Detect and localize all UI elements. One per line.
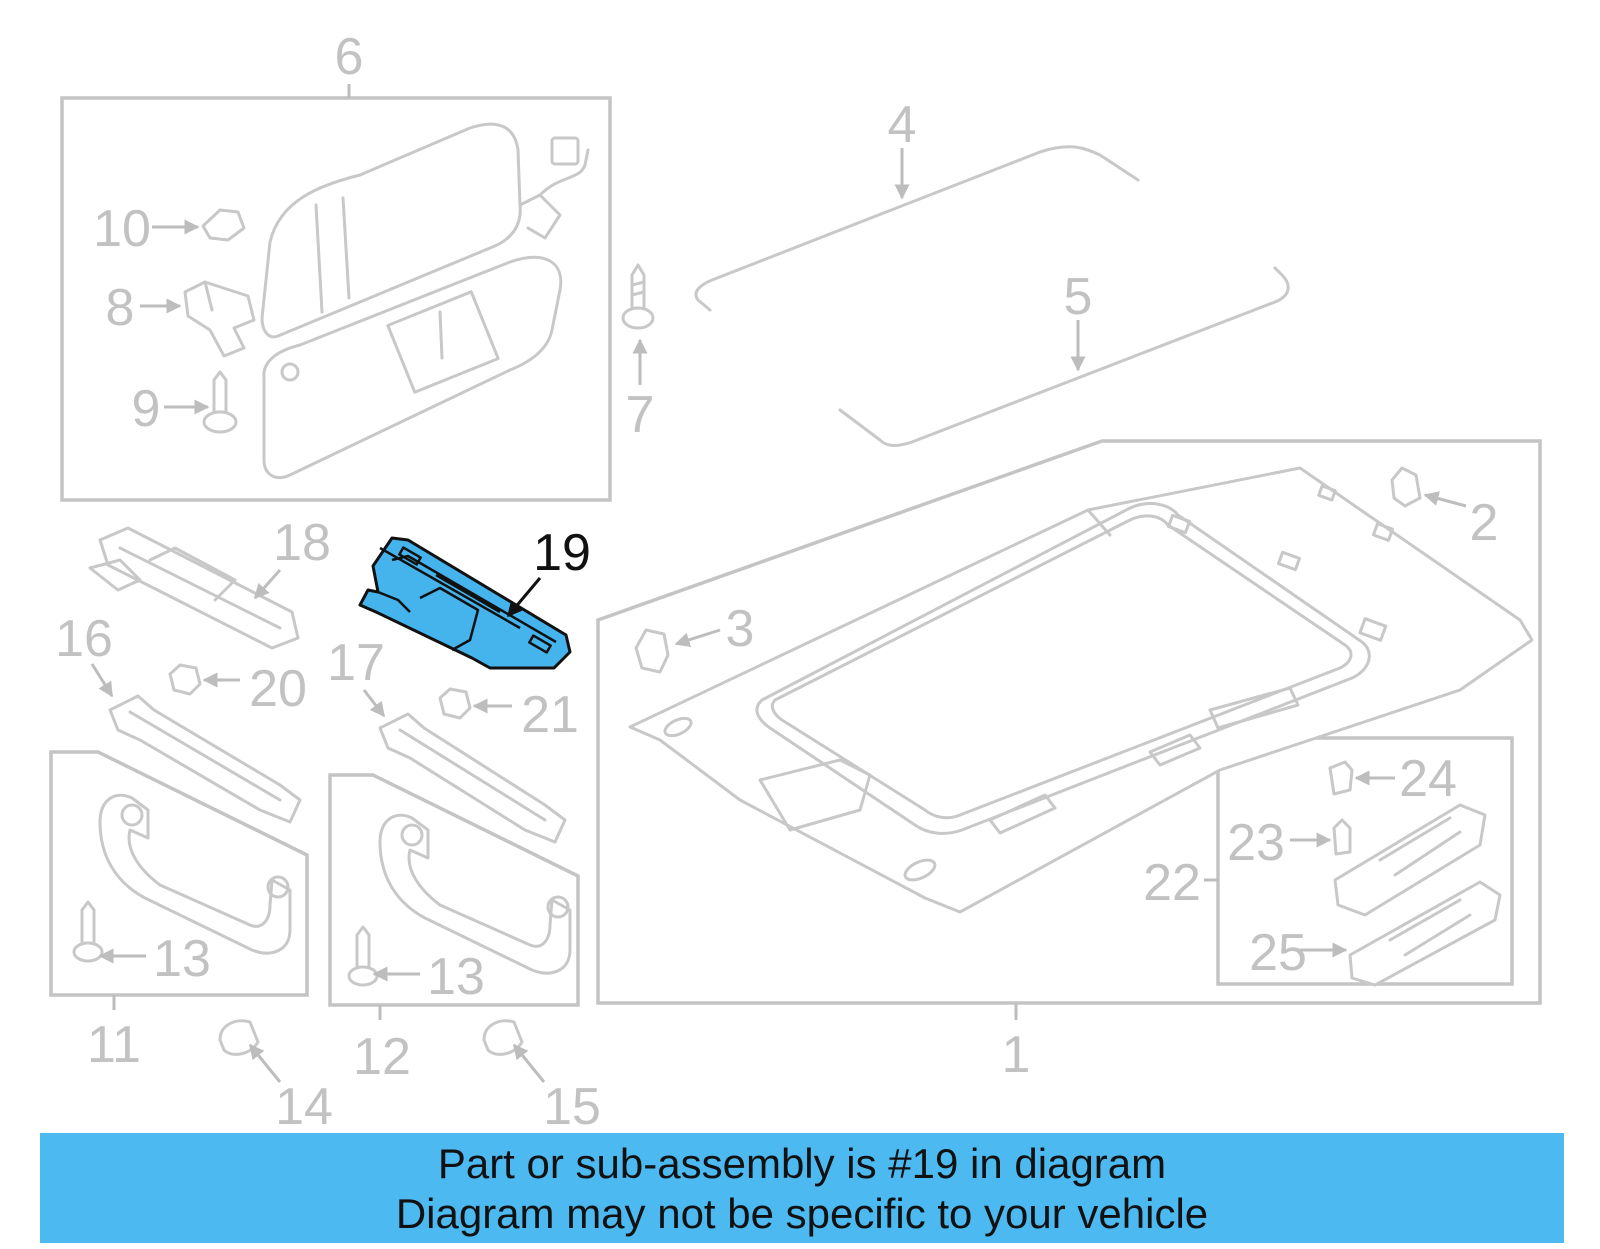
cap-15 — [482, 1019, 524, 1056]
callout-7: 7 — [626, 386, 655, 444]
bracket-16 — [108, 694, 302, 824]
bracket-17 — [378, 712, 567, 844]
info-banner: Part or sub-assembly is #19 in diagram D… — [40, 1133, 1564, 1243]
banner-line-disclaimer: Diagram may not be specific to your vehi… — [395, 1190, 1209, 1237]
callout-17: 17 — [327, 634, 385, 692]
screw-9 — [202, 370, 238, 434]
callout-13a: 13 — [153, 930, 211, 988]
clip-3 — [634, 628, 670, 674]
callout-3: 3 — [726, 600, 755, 658]
screw-13b — [347, 925, 379, 987]
leader-2 — [1423, 491, 1467, 508]
callout-1: 1 — [1002, 1026, 1031, 1084]
leader-14 — [248, 1043, 282, 1083]
assist-grip-11 — [98, 793, 292, 955]
callout-18: 18 — [273, 514, 331, 572]
assist-grip-12 — [378, 813, 572, 975]
holder-8 — [183, 280, 256, 358]
group-box-6 — [60, 96, 612, 502]
bracket-18 — [88, 526, 300, 650]
callout-24: 24 — [1399, 750, 1457, 808]
clip-10 — [201, 208, 246, 242]
seal-5 — [838, 266, 1290, 447]
callout-6: 6 — [335, 28, 364, 86]
group-box-11 — [49, 750, 309, 997]
callout-11: 11 — [87, 1016, 141, 1074]
nut-20 — [168, 663, 202, 696]
nut-21 — [438, 687, 472, 720]
leader-17 — [362, 689, 386, 718]
callout-23: 23 — [1227, 814, 1285, 872]
callout-9: 9 — [132, 380, 161, 438]
callout-13b: 13 — [427, 948, 485, 1006]
screw-7 — [621, 263, 655, 330]
callout-20: 20 — [249, 660, 307, 718]
leader-18 — [253, 569, 282, 600]
cap-14 — [218, 1019, 260, 1056]
banner-line-part: Part or sub-assembly is #19 in diagram — [437, 1140, 1167, 1187]
group-box-1 — [596, 439, 1542, 1005]
callout-8: 8 — [106, 279, 135, 337]
sun-visor — [260, 122, 590, 480]
callout-5: 5 — [1064, 268, 1093, 326]
callout-25: 25 — [1249, 924, 1307, 982]
seal-4 — [694, 145, 1140, 312]
callout-14: 14 — [275, 1078, 333, 1136]
callout-16: 16 — [55, 610, 113, 668]
callout-10: 10 — [93, 200, 151, 258]
leader-19 — [506, 577, 542, 618]
callout-22: 22 — [1143, 854, 1201, 912]
screw-13a — [72, 900, 104, 963]
callout-19: 19 — [533, 524, 591, 582]
group-box-22 — [1216, 736, 1514, 986]
leader-15 — [512, 1043, 546, 1083]
callout-15: 15 — [543, 1078, 601, 1136]
clip-2 — [1390, 466, 1422, 508]
callout-2: 2 — [1470, 494, 1499, 552]
leader-16 — [90, 663, 114, 698]
callout-12: 12 — [353, 1028, 411, 1086]
callout-21: 21 — [521, 686, 579, 744]
lamp-parts — [1328, 760, 1502, 987]
headliner-1 — [628, 466, 1534, 914]
highlighted-part-19 — [358, 536, 572, 670]
leader-3 — [674, 628, 721, 648]
callout-4: 4 — [888, 96, 917, 154]
group-box-12 — [328, 773, 580, 1007]
